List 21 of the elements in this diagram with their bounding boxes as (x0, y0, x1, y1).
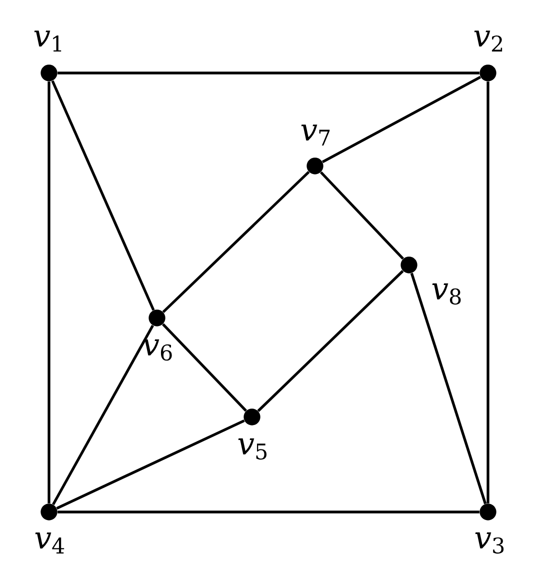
vertex-label: v$_{8}$ (432, 283, 461, 305)
vertex-label: v$_{7}$ (301, 124, 330, 146)
edge-line (52, 324, 154, 506)
edge-line (410, 272, 487, 504)
edge-line (162, 171, 310, 313)
vertex-label: v$_{3}$ (475, 532, 504, 554)
vertex-label: v$_{4}$ (35, 532, 64, 554)
edge-line (48, 82, 50, 504)
edge-line (58, 72, 480, 74)
edge-line (58, 510, 480, 514)
edge-line (486, 82, 490, 504)
vertex-label: v$_{5}$ (238, 438, 266, 460)
edge-line (257, 270, 404, 412)
edge-line (162, 323, 247, 412)
edge-line (51, 80, 155, 311)
vertex-label: v$_{1}$ (34, 30, 62, 52)
edge-line (56, 419, 245, 510)
edge-line (322, 76, 482, 164)
vertex-label: v$_{6}$ (143, 339, 172, 361)
edge-line (320, 171, 404, 260)
vertex-label: v$_{2}$ (474, 30, 502, 52)
